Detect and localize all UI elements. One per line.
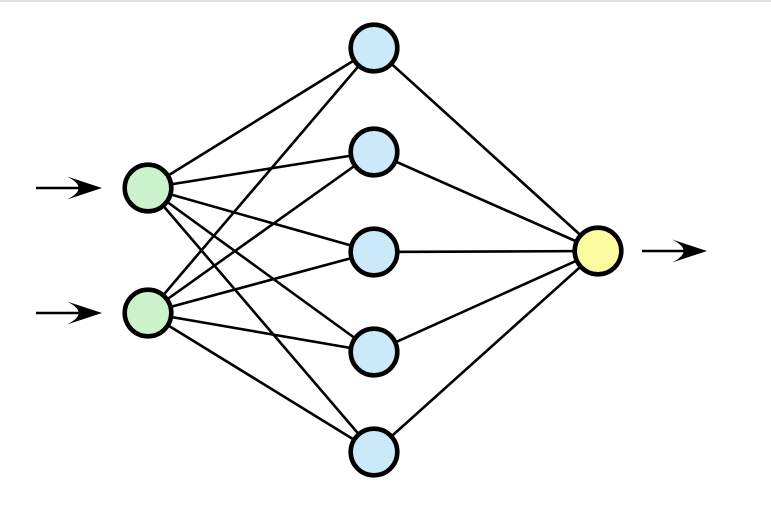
edge-line [147,311,375,354]
edge-line [147,250,375,315]
edge-line [147,46,375,190]
edge-line [147,186,375,254]
edge-line [147,311,375,454]
output-node [572,225,624,277]
hidden-node [348,426,400,478]
hidden-node [348,326,400,378]
edge-line [373,250,599,453]
hidden-node [348,126,400,178]
edge-line [373,249,599,254]
hidden-node [348,226,400,278]
edge-line [147,187,375,453]
input-arrow-head [67,176,102,200]
edge-line [147,186,375,354]
hidden-node [348,22,400,74]
input-node [122,287,174,339]
edge-line [373,150,599,253]
edge-line [373,47,599,252]
top-border-line [0,0,771,2]
input-node [122,162,174,214]
edge-line [147,150,375,315]
output-arrow-head [672,239,707,263]
edge-line [147,47,375,314]
edge-line [147,150,375,190]
input-arrow-head [67,301,102,325]
edge-line [373,249,599,354]
